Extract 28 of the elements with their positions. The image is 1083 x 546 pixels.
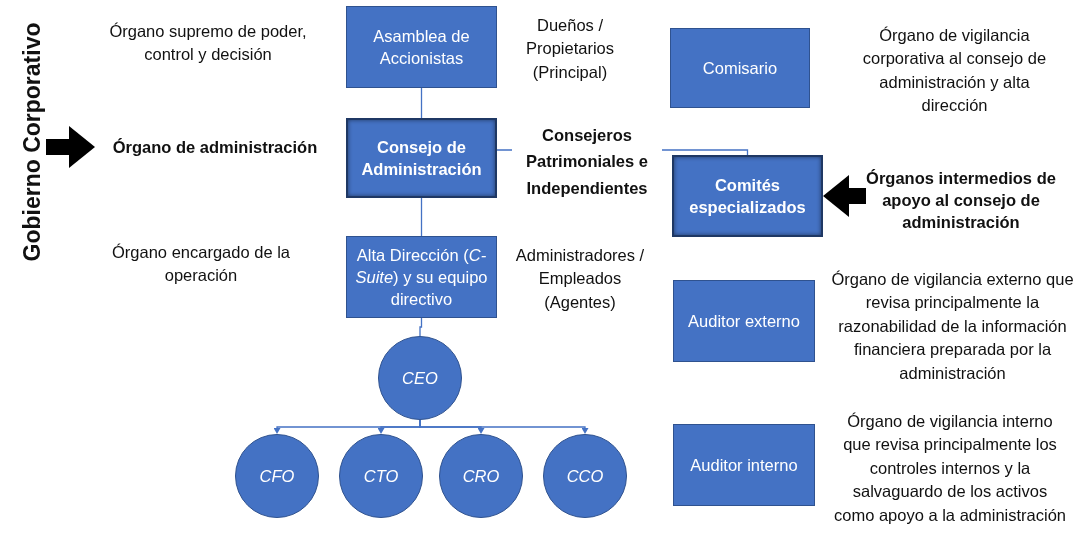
role-circle: CTO (339, 434, 423, 518)
description-text: Órgano de vigilancia externo que revisa principalmente la razonabilidad de la información financiera preparada por la administración (830, 269, 1075, 384)
description-text: Dueños / Propietarios (Principal) (524, 15, 615, 83)
connector-line (419, 317, 423, 337)
description-text: Órgano de vigilancia interno que revisa principalmente los controles internos y la salvaguardo de los activos como apoyo a la administración (832, 411, 1067, 526)
connector-line (420, 197, 423, 237)
description-text: Administradores / Empleados (Agentes) (514, 245, 646, 313)
heading-text: Órganos intermedios de apoyo al consejo de administración (866, 160, 1056, 240)
arrow (419, 419, 589, 434)
role-circle: CRO (439, 434, 523, 518)
connector-line (420, 87, 423, 119)
org-box: Asamblea de Accionistas (346, 6, 497, 88)
block-arrow (46, 126, 95, 168)
org-box: Auditor interno (673, 424, 815, 506)
org-box: Comités especializados (672, 155, 823, 237)
org-box: Auditor externo (673, 280, 815, 362)
role-circle: CEO (378, 336, 462, 420)
role-circle: CFO (235, 434, 319, 518)
role-circle: CCO (543, 434, 627, 518)
vertical-title: Gobierno Corporativo (18, 22, 46, 262)
block-arrow (823, 175, 866, 217)
org-box: Consejo de Administración (346, 118, 497, 198)
description-text: Órgano de vigilancia corporativa al consejo de administración y alta dirección (861, 25, 1048, 117)
description-text: Órgano encargado de la operación (111, 242, 291, 287)
org-box: Comisario (670, 28, 810, 108)
heading-text: Órgano de administración (95, 130, 335, 164)
description-text: Órgano supremo de poder, control y decisión (108, 21, 308, 66)
org-box: Alta Dirección (C-Suite) y su equipo directivo (346, 236, 497, 318)
